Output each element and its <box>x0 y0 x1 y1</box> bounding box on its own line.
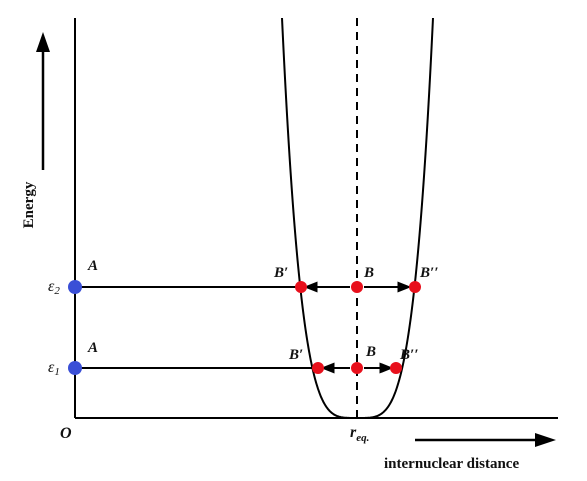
level-2-point-a <box>68 280 82 294</box>
level-2-b-label: B <box>363 265 374 281</box>
level-2-point-b <box>351 281 363 293</box>
level-2-point-b-left <box>295 281 307 293</box>
level-1-point-a <box>68 361 82 375</box>
level-1-b-right-label: B′′ <box>399 347 418 363</box>
level-1-point-b <box>351 362 363 374</box>
level-1-point-b-left <box>312 362 324 374</box>
level-1-a-label: A <box>87 340 98 356</box>
level-2-label: ε2 <box>48 278 60 297</box>
level-2-b-left-label: B′ <box>273 265 288 281</box>
x-axis-label: internuclear distance <box>384 456 519 472</box>
y-axis-label: Energy <box>21 181 37 228</box>
origin-label: O <box>60 425 72 442</box>
level-1-label: ε1 <box>48 359 60 378</box>
level-2-b-right-label: B′′ <box>419 265 438 281</box>
level-1-b-label: B <box>365 344 376 360</box>
distance-arrow-head <box>535 433 556 447</box>
r-eq-label: req. <box>350 424 369 444</box>
level-2-a-label: A <box>87 258 98 274</box>
level-2-point-b-right <box>409 281 421 293</box>
energy-arrow-head <box>36 32 50 52</box>
level-1-b-left-label: B′ <box>288 347 303 363</box>
level-1-point-b-right <box>390 362 402 374</box>
